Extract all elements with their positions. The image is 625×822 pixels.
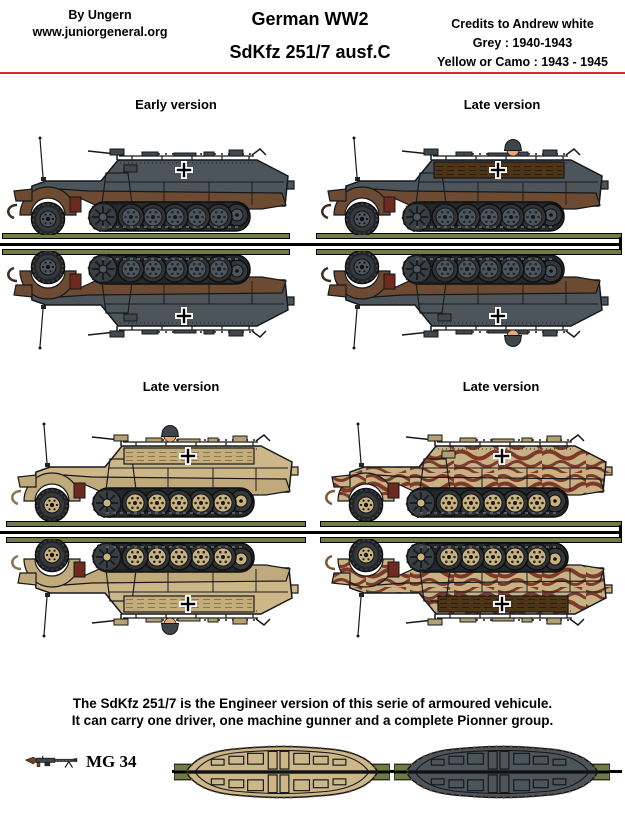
author-line: By Ungern [68,8,132,22]
vehicle-grey-late-mirrored [318,251,618,363]
ground-strip [6,521,306,527]
vehicle-grey-early [4,123,304,235]
ground-strip [320,521,622,527]
unit-label-grey-early: Early version [135,97,217,112]
unit-label-grey-late: Late version [463,97,541,112]
ground-strip [2,233,290,239]
top-view-tan [174,744,390,800]
description-line-1: The SdKfz 251/7 is the Engineer version … [72,696,553,711]
vehicle-grey-late [318,123,618,235]
vehicle-camo-late-mirrored [322,539,622,651]
unit-label-camo-late: Late version [462,379,540,394]
cut-mark [619,237,622,250]
description-line-2: It can carry one driver, one machine gun… [71,713,554,728]
mg34-label: MG 34 [86,752,137,771]
vehicle-tan-late-mirrored [8,539,308,651]
header-divider-line [0,72,625,74]
website-url: www.juniorgeneral.org [32,25,168,39]
vehicle-camo-late [322,409,622,521]
fold-line [0,243,622,246]
credits-grey-years: Grey : 1940-1943 [472,36,573,50]
ground-strip [316,233,622,239]
credits-camo-years: Yellow or Camo : 1943 - 1945 [437,55,608,69]
mg34-icon [24,752,80,770]
vehicle-tan-late [8,409,308,521]
vehicle-grey-early-mirrored [4,251,304,363]
header-author-block: By Ungern www.juniorgeneral.org [5,7,195,41]
credits-line: Credits to Andrew white [451,17,594,31]
page-title: German WW2 [251,9,369,29]
credits-block: Credits to Andrew white Grey : 1940-1943… [420,15,625,72]
page-title-block: German WW2 SdKfz 251/7 ausf.C [200,3,420,69]
unit-label-tan-late: Late version [142,379,220,394]
cut-mark [619,525,622,538]
fold-line [0,531,622,534]
top-view-grey [394,744,610,800]
page-subtitle: SdKfz 251/7 ausf.C [229,42,391,62]
